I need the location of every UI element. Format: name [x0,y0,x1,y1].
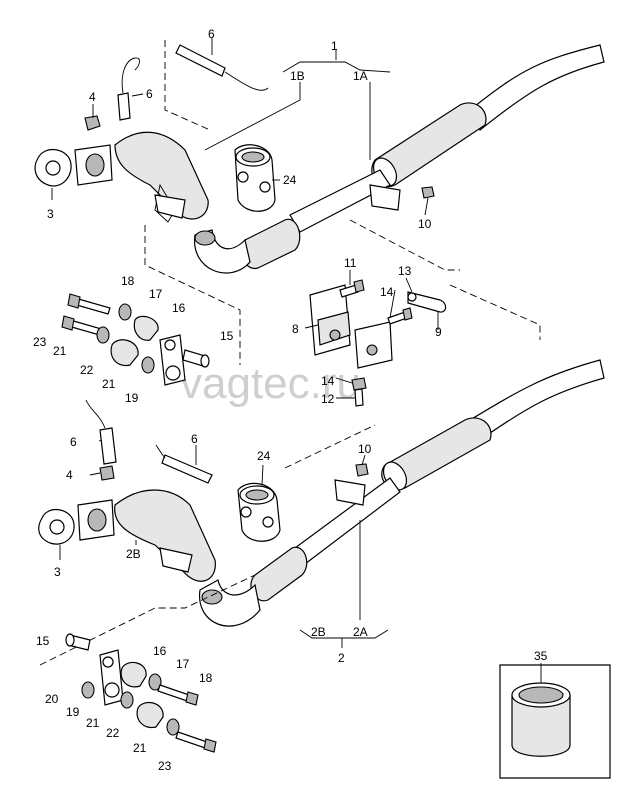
label-19-bot: 19 [66,705,80,719]
watermark: vagtec.ru [180,359,361,408]
label-14-lower: 14 [321,374,335,388]
label-14: 14 [380,285,394,299]
label-12: 12 [321,392,335,406]
label-1B: 1B [290,69,305,83]
label-assembly-1: 1 [331,39,338,53]
top-exhaust-assembly [34,38,605,365]
label-22-bot: 22 [106,726,120,740]
label-1A: 1A [353,69,368,83]
label-21-bot-a: 21 [86,716,100,730]
label-3-bot: 3 [54,565,61,579]
catalytic-converter-top [114,131,209,220]
mount-hardware-bottom [39,574,256,753]
middle-silencer-bottom [250,546,308,602]
label-10-top: 10 [418,217,432,231]
label-16-top: 16 [172,301,186,315]
label-2B: 2B [126,547,141,561]
mount-hardware-top [61,293,210,386]
label-24-top: 24 [283,173,297,187]
tail-pipe-top [469,44,605,131]
label-2B-bracket: 2B [311,625,326,639]
label-3-top: 3 [47,207,54,221]
label-17-top: 17 [149,287,163,301]
mount-hardware-right [304,270,447,407]
label-8: 8 [292,322,299,336]
label-4-bot: 4 [66,468,73,482]
label-6-bot-a: 6 [70,435,77,449]
label-16-bot: 16 [153,644,167,658]
label-6-top-b: 6 [146,87,153,101]
label-35: 35 [534,649,548,663]
tail-pipe-bottom [469,359,605,441]
callout-labels: 1 1A 1B 6 6 4 3 24 10 18 17 16 15 23 21 … [33,27,548,773]
label-4-top: 4 [89,90,96,104]
label-23-top: 23 [33,335,47,349]
catalytic-converter-bottom [114,489,216,582]
label-21-top-a: 21 [53,344,67,358]
rear-muffler-bottom [381,417,492,491]
label-6-bot-b: 6 [191,432,198,446]
label-6-top-a: 6 [208,27,215,41]
label-22-top: 22 [80,363,94,377]
label-23-bot: 23 [158,759,172,773]
label-assembly-2: 2 [338,651,345,665]
label-18-bot: 18 [199,671,213,685]
label-19-top: 19 [125,391,139,405]
pipe-sleeve [499,663,611,779]
label-15-bot: 15 [36,634,50,648]
label-17-bot: 17 [176,657,190,671]
label-13: 13 [398,264,412,278]
label-18-top: 18 [121,274,135,288]
bottom-exhaust-assembly [38,359,605,648]
label-2A: 2A [353,625,368,639]
label-21-top-b: 21 [102,377,116,391]
label-15-top: 15 [220,329,234,343]
label-24-bot: 24 [257,449,271,463]
label-9: 9 [435,325,442,339]
label-20: 20 [45,692,59,706]
label-11: 11 [344,256,357,270]
label-21-bot-b: 21 [133,741,147,755]
label-10-bot: 10 [358,442,372,456]
